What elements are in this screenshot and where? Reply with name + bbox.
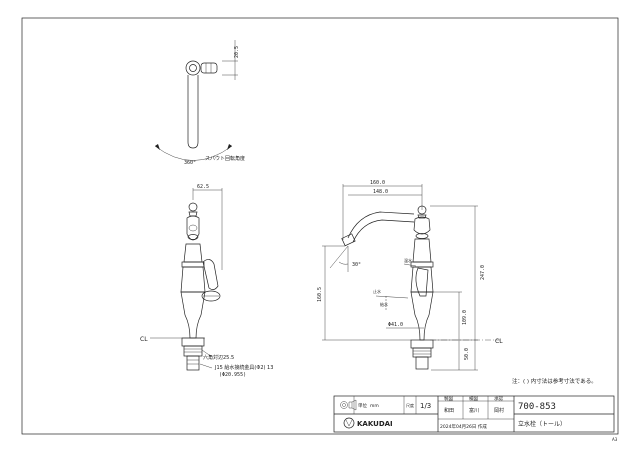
label-handle-top: 温水 <box>404 257 412 263</box>
dim-spout-angle: 30° <box>352 262 361 268</box>
sheet-border <box>21 17 619 435</box>
dim-rotation-angle: 360° <box>184 160 196 166</box>
projection-symbol-icon <box>348 399 357 411</box>
header-check: 検図 <box>469 395 478 402</box>
model-number: 700-853 <box>518 402 556 412</box>
name-draft: 和田 <box>444 407 454 414</box>
header-draft: 製図 <box>444 395 453 402</box>
dim-spout-height: 160.5 <box>317 287 323 302</box>
front-view: 62.5 CL 六角対辺25.5 J15 給水接続金具(Φ2) 13 (Φ20.… <box>140 184 273 378</box>
label-unit: 単位 <box>358 402 367 409</box>
top-view: 20.5 360° スパウト回転角度 <box>154 40 245 166</box>
dim-base-height: 50.0 <box>464 348 470 360</box>
title-block: 単位 mm 尺度 1/3 製図 検図 承認 和田 富川 岡村 2024年04月2… <box>333 395 615 433</box>
label-cl-left: CL <box>140 336 148 343</box>
value-scale: 1/3 <box>420 402 431 410</box>
label-handle-bot: 給水 <box>380 301 388 307</box>
svg-text:(Φ20.955): (Φ20.955) <box>219 372 246 378</box>
sheet-size: A3 <box>612 437 618 442</box>
dim-top-offset: 20.5 <box>234 46 240 58</box>
kakudai-logo-icon <box>343 417 355 429</box>
value-unit: mm <box>370 404 379 409</box>
header-approve: 承認 <box>494 395 503 402</box>
product-name: 立水栓（トール） <box>518 420 566 428</box>
side-view: 160.0 148.0 30° 温水 止水 給水 <box>317 180 503 371</box>
dim-base-dia: Φ41.0 <box>388 322 403 328</box>
label-scale: 尺度 <box>406 402 414 408</box>
created-date: 2024年04月26日 作成 <box>440 423 487 430</box>
label-cl-right: CL <box>495 338 503 345</box>
dim-spout-outer: 160.0 <box>370 180 385 186</box>
label-handle-mid: 止水 <box>373 288 381 294</box>
name-check: 富川 <box>469 407 479 414</box>
label-fit-dia: 六角対辺25.5 <box>203 354 234 361</box>
note-reference-dims: 注：( ) 内寸法は参考寸法である。 <box>512 377 597 385</box>
dim-total-height: 247.0 <box>480 265 486 280</box>
dim-spout-inner: 148.0 <box>373 189 388 195</box>
dim-front-width: 62.5 <box>197 184 209 190</box>
dim-body-height: 109.0 <box>462 310 468 325</box>
name-approve: 岡村 <box>494 407 504 414</box>
label-rotation: スパウト回転角度 <box>205 155 245 162</box>
label-thread: J15 給水接続金具(Φ2) 13 <box>214 364 273 371</box>
brand-name: KAKUDAI <box>357 420 393 428</box>
